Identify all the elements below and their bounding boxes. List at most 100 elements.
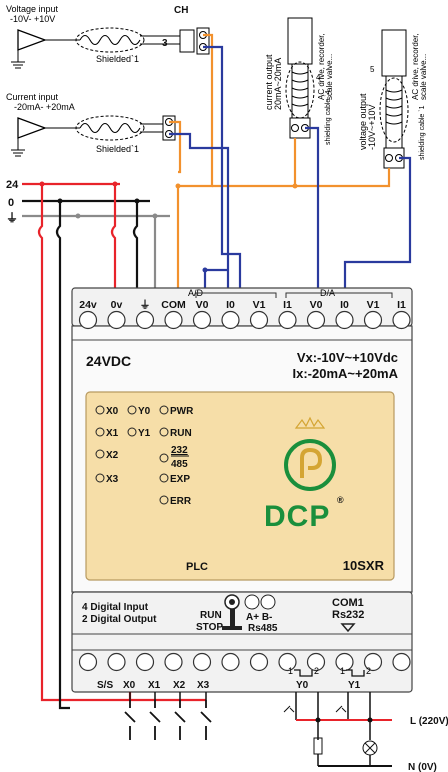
- bottom-terminal-screw-5[interactable]: [221, 652, 240, 672]
- rs485-port[interactable]: A+ B- Rs485: [244, 594, 278, 634]
- current-input-range: -20mA- +20mA: [14, 102, 75, 112]
- ch-number: 3: [162, 38, 168, 49]
- led-run: RUN: [170, 428, 192, 439]
- bottom-terminal-screw-2[interactable]: [135, 652, 155, 672]
- led-err: ERR: [170, 496, 192, 507]
- top-terminal-screw-6[interactable]: [249, 310, 269, 330]
- led-x0-icon: [95, 405, 105, 415]
- current-input-title: Current input: [6, 92, 59, 102]
- bottom-terminal-screw-8[interactable]: [306, 652, 326, 672]
- switch-icon-2: [174, 700, 186, 740]
- shielded-label-2: Shielded`1: [96, 144, 139, 154]
- top-terminal-screw-9[interactable]: [335, 310, 354, 330]
- ix-spec: Ix:-20mA~+20mA: [293, 366, 399, 381]
- digital-output-label: 2 Digital Output: [82, 614, 157, 625]
- rs485-label: Rs485: [248, 623, 278, 634]
- plc-label: PLC: [186, 561, 208, 573]
- neutral-label: N (0V): [408, 762, 437, 772]
- voltage-shield: shielding cable `1: [419, 105, 426, 160]
- led-comm-bottom: 485: [171, 459, 188, 470]
- rail-0-label: 0: [8, 197, 14, 209]
- current-shield: shielding cable `4: [325, 90, 332, 145]
- power-rails: 24 0 ⏚: [6, 179, 170, 225]
- top-terminal-label-6: V1: [253, 299, 266, 311]
- relay-y1-num2: 2: [366, 666, 371, 676]
- run-label: RUN: [200, 610, 222, 621]
- bottom-terminal-screw-9[interactable]: [335, 652, 354, 672]
- top-terminal-screw-0[interactable]: [78, 310, 98, 330]
- com1-label: COM1: [332, 597, 364, 609]
- relay-y1: 1 2 Y1: [340, 666, 371, 691]
- voltage-input-sensor: Voltage input -10V- +10V Shielded`1: [6, 4, 180, 69]
- bottom-terminal-screw-0[interactable]: [78, 652, 98, 672]
- status-leds: X0 Y0 PWR X1 Y1 RUN X2 232 485 X3 EXP ER…: [95, 405, 194, 507]
- voltage-ac-drive: AC drive, recorder,: [411, 33, 420, 100]
- bottom-terminal-screw-3[interactable]: [164, 652, 183, 672]
- ch-block: CH 3: [162, 5, 210, 55]
- num-4: 4: [316, 73, 321, 82]
- led-pwr: PWR: [170, 406, 194, 417]
- relay-y0-num1: 1: [288, 666, 293, 676]
- current-output-range: 20mA~20mA: [273, 58, 283, 110]
- top-terminal-screw-8[interactable]: [306, 310, 326, 330]
- run-stop-switch[interactable]: RUN STOP: [196, 594, 242, 633]
- num-5: 5: [370, 65, 375, 74]
- top-terminal-label-7: I1: [283, 299, 292, 311]
- current-output-title: current output: [264, 54, 274, 110]
- top-terminal-screw-4[interactable]: [192, 310, 212, 330]
- top-terminal-screw-5[interactable]: [221, 310, 240, 330]
- shielded-label-1: Shielded`1: [96, 54, 139, 64]
- top-terminal-label-11: I1: [397, 299, 406, 311]
- bottom-terminal-screw-10[interactable]: [363, 652, 383, 672]
- switch-icon-0: [124, 700, 136, 740]
- top-terminal-label-5: I0: [226, 299, 235, 311]
- top-terminal-screw-3[interactable]: [164, 310, 183, 330]
- bottom-ss: S/S: [97, 680, 113, 691]
- current-output-device: current output 20mA~20mA AC drive, recor…: [264, 17, 334, 145]
- led-y0-icon: [127, 405, 137, 415]
- top-terminal-screw-1[interactable]: [107, 310, 126, 330]
- top-terminal-label-3: COM: [161, 299, 186, 311]
- rs232-label: Rs232: [332, 609, 364, 621]
- bottom-terminal-screw-6[interactable]: [249, 652, 269, 672]
- y0-label: Y0: [296, 680, 309, 691]
- crown-icon: [294, 416, 326, 429]
- bottom-terminal-screw-11[interactable]: [392, 652, 411, 672]
- led-y1-icon: [127, 427, 137, 437]
- top-terminal-screw-11[interactable]: [392, 310, 411, 330]
- led-x3-icon: [95, 473, 105, 483]
- bottom-terminal-screw-1[interactable]: [107, 652, 126, 672]
- bottom-terminal-screw-4[interactable]: [192, 652, 212, 672]
- y1-label: Y1: [348, 680, 361, 691]
- led-err-icon: [159, 495, 169, 505]
- input-switches: [124, 692, 212, 740]
- led-y1: Y1: [138, 428, 151, 439]
- rs232-port[interactable]: COM1 Rs232: [332, 597, 364, 633]
- twisted-pair-icon: [79, 34, 141, 46]
- top-terminal-screw-2[interactable]: [135, 310, 155, 330]
- current-input-sensor: Current input -20mA- +20mA Shielded`1: [6, 92, 176, 157]
- led-y0: Y0: [138, 406, 151, 417]
- top-terminal-screw-10[interactable]: [363, 310, 383, 330]
- led-exp: EXP: [170, 474, 190, 485]
- relay-y0: 1 2 Y0: [288, 666, 319, 691]
- bottom-terminal-screw-7[interactable]: [278, 652, 297, 672]
- top-terminal-label-0: 24v: [79, 299, 97, 311]
- led-x2: X2: [106, 450, 119, 461]
- voltage-output-range: -10V~+10V: [367, 104, 377, 150]
- voltage-scale: scale valve...: [419, 54, 428, 100]
- led-x0: X0: [106, 406, 119, 417]
- current-ac-drive: AC drive, recorder,: [317, 33, 326, 100]
- switch-icon-1: [149, 700, 161, 740]
- dcp-logo: DCP ®: [264, 416, 344, 533]
- top-terminal-screw-7[interactable]: [278, 310, 297, 330]
- bottom-x1: X1: [148, 680, 161, 691]
- relay-y1-num1: 1: [340, 666, 345, 676]
- top-terminal-label-2: ⏚: [140, 299, 151, 311]
- voltage-output-title: voltage output: [358, 93, 368, 150]
- led-comm-icon: [159, 453, 169, 463]
- rail-24-label: 24: [6, 179, 19, 191]
- brand-logo-text: DCP: [264, 500, 330, 533]
- relay-y0-num2: 2: [314, 666, 319, 676]
